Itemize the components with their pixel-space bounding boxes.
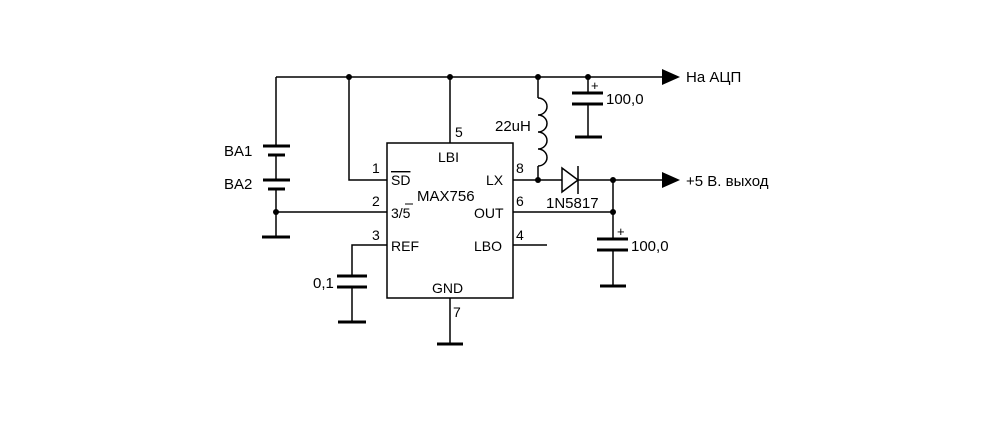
pin-ref-label: REF <box>391 238 419 254</box>
cap-top-label: 100,0 <box>606 91 644 108</box>
cap-out-label: 100,0 <box>631 238 669 255</box>
pin-gnd-label: GND <box>432 280 463 296</box>
junction-dot <box>346 74 352 80</box>
pin-lbi-label: LBI <box>438 149 459 165</box>
diode-triangle <box>561 166 580 194</box>
junction-dot <box>535 177 541 183</box>
sd-wire <box>348 77 387 181</box>
cap-top-polarity: + <box>591 78 599 93</box>
vout-output-label: +5 В. выход <box>686 173 769 190</box>
inductor-label: 22uH <box>495 118 531 135</box>
junction-dot <box>610 209 616 215</box>
pin-sd-number: 1 <box>372 160 380 176</box>
pin-out-label: OUT <box>474 205 504 221</box>
junction-dot <box>447 74 453 80</box>
vout-output-arrow <box>662 172 680 188</box>
pin-lbo-number: 4 <box>516 227 524 243</box>
junction-dot <box>535 74 541 80</box>
pin-sel-number: 2 <box>372 193 380 209</box>
pin-lx-number: 8 <box>516 160 524 176</box>
junction-dot <box>273 209 279 215</box>
pin-ref-number: 3 <box>372 227 380 243</box>
battery2-label: BA2 <box>224 176 252 193</box>
diode-label: 1N5817 <box>546 195 599 212</box>
pin-out-number: 6 <box>516 193 524 209</box>
adc-output-label: На АЦП <box>686 69 741 86</box>
chip-body <box>386 142 514 299</box>
pin-lbo-label: LBO <box>474 238 502 254</box>
adc-output-arrow <box>662 69 680 85</box>
inductor-coil <box>537 97 548 167</box>
ref-cap-label: 0,1 <box>313 275 334 292</box>
pin-gnd-number: 7 <box>453 304 461 320</box>
pin-sd-label: SD <box>391 172 410 188</box>
cap-out-polarity: + <box>617 224 625 239</box>
chip-name: MAX756 <box>417 188 475 205</box>
pin-sel-label: 3/5 <box>391 205 411 221</box>
pin-lx-label: LX <box>486 172 504 188</box>
junction-dot <box>610 177 616 183</box>
ref-wire <box>351 244 387 276</box>
junction-dot <box>585 74 591 80</box>
battery1-label: BA1 <box>224 143 252 160</box>
pin-lbi-number: 5 <box>455 124 463 140</box>
